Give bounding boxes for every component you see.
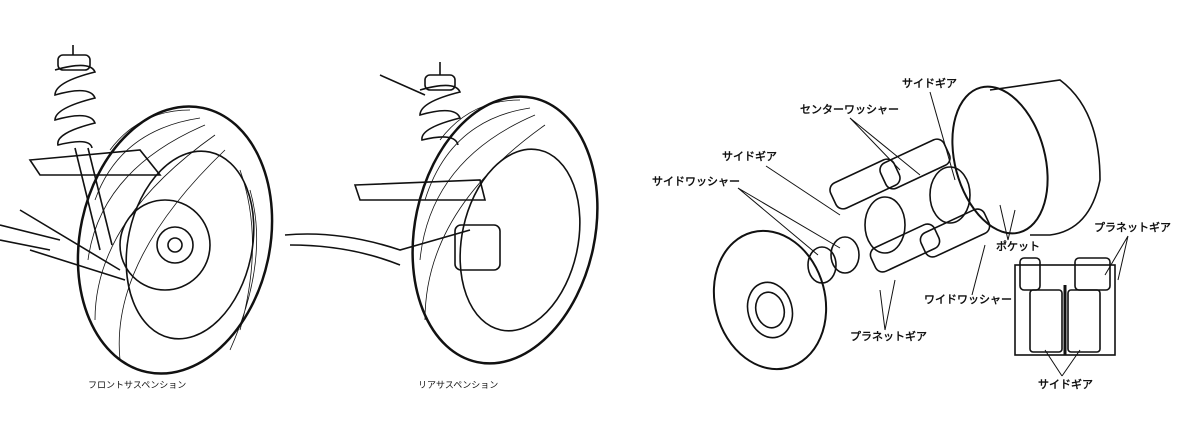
left-case-flange bbox=[712, 229, 828, 371]
front-brake-disc bbox=[119, 199, 211, 291]
leader-lines bbox=[737, 91, 1129, 377]
label-side-gear-left: サイドギア bbox=[722, 150, 777, 163]
label-planet-gear-right: プラネットギア bbox=[1094, 221, 1171, 234]
front-suspension-caption: フロントサスペンション bbox=[88, 381, 187, 391]
right-case-flange bbox=[951, 85, 1049, 235]
gear-train bbox=[829, 138, 991, 273]
label-side-gear-bottom: サイドギア bbox=[1038, 378, 1093, 391]
front-coil-spring bbox=[54, 45, 113, 251]
front-rim bbox=[125, 150, 255, 340]
rear-tire bbox=[411, 95, 599, 365]
inset-gear-section bbox=[1014, 257, 1116, 356]
label-pocket: ポケット bbox=[996, 240, 1040, 253]
rear-suspension-caption: リアサスペンション bbox=[418, 381, 499, 391]
front-tread-pattern bbox=[87, 109, 258, 361]
side-washer bbox=[807, 246, 837, 284]
label-planet-gear-bottom: プラネットギア bbox=[850, 330, 927, 343]
label-side-washer: サイドワッシャー bbox=[652, 175, 740, 188]
rear-rim bbox=[459, 148, 581, 332]
front-tire bbox=[76, 105, 274, 375]
label-wide-washer: ワイドワッシャー bbox=[924, 293, 1012, 306]
case-body bbox=[989, 79, 1101, 236]
label-side-gear-top: サイドギア bbox=[902, 77, 957, 90]
front-control-arm bbox=[19, 149, 162, 281]
differential-drawing bbox=[712, 79, 1129, 377]
rear-brake-caliper bbox=[454, 224, 501, 271]
rear-coil-spring bbox=[379, 62, 462, 146]
front-suspension-drawing bbox=[0, 45, 274, 375]
rear-suspension-drawing bbox=[284, 62, 599, 365]
rear-control-arm bbox=[284, 179, 487, 266]
label-center-washer: センターワッシャー bbox=[800, 103, 899, 116]
